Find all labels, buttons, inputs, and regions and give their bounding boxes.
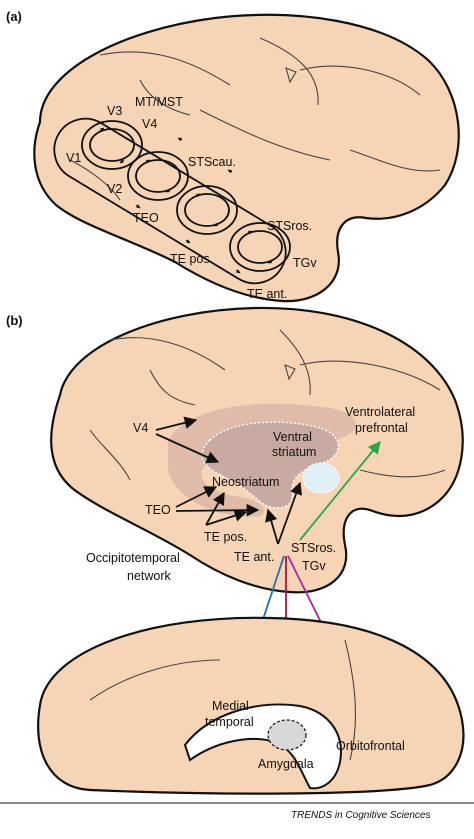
sulcus-b-3 [284, 364, 296, 381]
oval-2-inner [135, 159, 181, 193]
brain-lateral-a [33, 13, 460, 303]
label-a-te-ant: TE ant. [247, 287, 287, 301]
sulcus-a-2 [259, 37, 319, 106]
label-a-mt-mst: MT/MST [135, 95, 183, 109]
arrow-tepos-2 [205, 509, 248, 526]
sulcus-a-1 [99, 51, 231, 86]
oval-3-inner [184, 193, 230, 227]
arrow-teo-2 [175, 503, 260, 517]
label-a-v4: V4 [142, 117, 157, 131]
label-a-v3: V3 [107, 104, 122, 118]
oval-1-outer [81, 120, 143, 170]
projection-arrows-black [155, 416, 303, 545]
label-a-teo: TEO [133, 211, 159, 225]
sulcus-b-7 [149, 369, 196, 406]
sulcus-a-3 [285, 67, 297, 84]
arrow-sts-ventral [265, 508, 279, 545]
arrow-tepos [205, 491, 225, 526]
label-b-sts-ros: STSros. [291, 541, 336, 555]
sulcus-a-7 [349, 149, 441, 172]
label-b-vlpfc-1: Ventrolateral [345, 405, 415, 419]
sulcus-a-4 [299, 65, 421, 96]
credit-text: TRENDS in Cognitive Sciences [291, 810, 431, 821]
sulcus-b-2 [279, 329, 311, 396]
flow-arrows-a [99, 127, 273, 274]
label-b-network-1: Occipitotemporal [86, 551, 180, 565]
sulcus-b-6 [359, 469, 446, 478]
label-b-vlpfc-2: prefrontal [355, 421, 408, 435]
sulcus-a-8 [139, 79, 191, 116]
label-b-v4: V4 [133, 421, 148, 435]
label-b-neostriatum: Neostriatum [212, 475, 279, 489]
oval-1-inner [89, 128, 135, 162]
panel-b-label: (b) [6, 313, 23, 328]
label-a-sts-cau: STScau. [188, 155, 236, 169]
label-a-te-pos: TE pos. [170, 252, 213, 266]
panel-a-label: (a) [6, 9, 22, 24]
brain-medial [37, 616, 465, 795]
sulcus-m-1 [89, 659, 221, 701]
label-b-te-ant: TE ant. [234, 550, 274, 564]
label-b-teo: TEO [145, 503, 171, 517]
label-b-ventral-2: striatum [272, 445, 316, 459]
arrow-v4-lower [155, 433, 220, 464]
oval-3-outer [176, 185, 238, 235]
sulcus-a-6 [69, 159, 121, 201]
sulcus-a-5 [199, 109, 331, 161]
oval-2-outer [127, 151, 189, 201]
label-a-v2: V2 [107, 182, 122, 196]
arrow-sts-neostriatum [277, 481, 303, 545]
sulcus-m-2 [344, 639, 356, 761]
sulcus-b-1 [109, 337, 226, 371]
ventral-striatum-region [302, 462, 340, 494]
oval-4-inner [237, 230, 283, 264]
label-a-v1: V1 [66, 151, 81, 165]
arrow-v4-upper [155, 416, 198, 431]
chain-outline [53, 117, 287, 285]
label-medial-1: Medial [212, 699, 249, 713]
label-b-tgv: TGv [302, 559, 326, 573]
label-a-sts-ros: STSros. [267, 219, 312, 233]
label-a-tgv: TGv [293, 256, 317, 270]
amygdala-region [267, 719, 307, 751]
label-b-te-pos: TE pos. [204, 530, 247, 544]
ventral-stream-chain [53, 117, 291, 285]
label-b-ventral-1: Ventral [273, 430, 312, 444]
label-medial-2: temporal [205, 715, 254, 729]
label-amygdala: Amygdala [258, 757, 314, 771]
arrow-to-prefrontal [299, 441, 381, 541]
sulcus-b-5 [89, 429, 131, 481]
label-b-network-2: network [127, 569, 172, 583]
oval-4-outer [229, 222, 291, 272]
sulcus-b-4 [299, 360, 441, 391]
arrow-teo [175, 486, 218, 508]
label-orbitofrontal: Orbitofrontal [336, 739, 405, 753]
